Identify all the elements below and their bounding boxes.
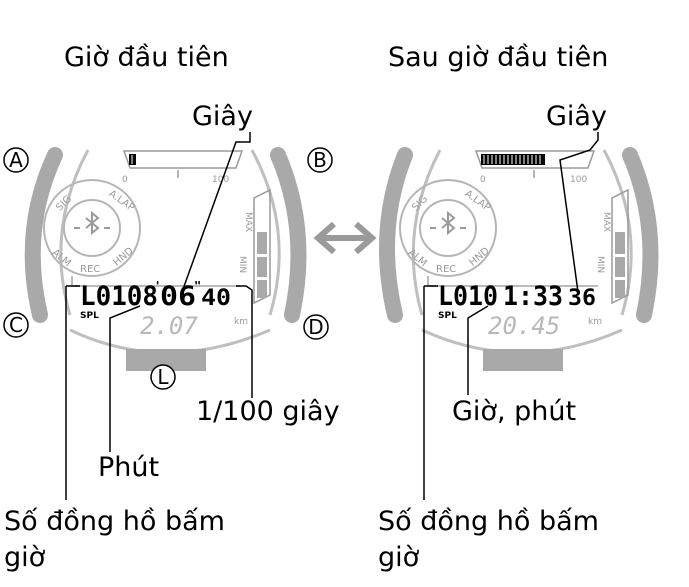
side-min: MIN bbox=[237, 256, 247, 273]
unit-km-r: km bbox=[588, 317, 602, 327]
case-arc-right bbox=[270, 147, 307, 323]
side-gauge-seg1 bbox=[257, 232, 267, 254]
button-d bbox=[303, 314, 329, 340]
scale-hundred: 100 bbox=[212, 175, 229, 185]
lcd-time-r: 1:33 bbox=[503, 281, 563, 312]
case-arc-right-r bbox=[622, 147, 659, 323]
case-outline bbox=[59, 149, 90, 316]
seconds-bar-frame bbox=[122, 150, 244, 169]
ring-outer bbox=[43, 179, 141, 277]
double-arrow-icon bbox=[313, 221, 377, 255]
case-outline-rl bbox=[411, 149, 442, 316]
lcd-seconds-r: 36 bbox=[568, 286, 596, 311]
light-bar-r bbox=[483, 349, 563, 371]
button-c-label: C bbox=[9, 313, 23, 337]
ring-inner-r bbox=[419, 199, 477, 257]
spl-label: SPL bbox=[80, 311, 99, 321]
label-seconds-left: Giây bbox=[192, 101, 253, 132]
label-hours-minutes: Giờ, phút bbox=[452, 396, 576, 427]
leader-minutes-left bbox=[109, 305, 141, 452]
side-gauge-seg1-r bbox=[615, 232, 625, 254]
label-hundredths: 1/100 giây bbox=[196, 396, 340, 427]
side-min-r: MIN bbox=[595, 256, 605, 273]
seconds-bar-frame-r bbox=[474, 150, 596, 169]
lcd-minutes: 06 bbox=[160, 281, 196, 312]
side-gauge-seg2-r bbox=[615, 257, 625, 277]
ring-alap: A.LAP bbox=[107, 188, 137, 213]
watch-right: 0 100 SIG A.LAP HND REC ALM MAX MIN L010… bbox=[379, 132, 659, 500]
heading-right: Sau giờ đầu tiên bbox=[388, 42, 608, 73]
side-gauge-seg3-r bbox=[615, 280, 625, 298]
lcd-second-mark: " bbox=[194, 279, 201, 293]
scale-zero: 0 bbox=[122, 175, 128, 185]
button-b bbox=[307, 147, 333, 173]
bluetooth-icon-r bbox=[430, 210, 466, 236]
label-seconds-right: Giây bbox=[546, 101, 607, 132]
button-c bbox=[3, 312, 29, 338]
lcd-lap-number: L0108 bbox=[80, 281, 158, 312]
lcd-distance-r: 20.45 bbox=[488, 312, 560, 340]
watch-left: 0 100 SIG A.LAP HND REC ALM MAX MIN L010… bbox=[3, 132, 333, 500]
side-gauge-seg3 bbox=[257, 280, 267, 298]
button-l-label: L bbox=[157, 365, 169, 389]
ring-alap-r: A.LAP bbox=[463, 188, 493, 213]
ring-outer-r bbox=[399, 179, 497, 277]
scale-hundred-r: 100 bbox=[570, 175, 587, 185]
ring-rec-r: REC bbox=[436, 264, 456, 275]
leader-hours-right bbox=[467, 305, 489, 395]
unit-km: km bbox=[234, 317, 248, 327]
button-b-label: B bbox=[313, 148, 327, 172]
button-l bbox=[150, 364, 176, 390]
leader-hundredths-left bbox=[236, 285, 253, 398]
ring-inner bbox=[63, 199, 121, 257]
case-arc-left bbox=[24, 147, 63, 323]
button-a bbox=[3, 147, 29, 173]
button-d-label: D bbox=[308, 315, 323, 339]
heading-left: Giờ đầu tiên bbox=[64, 42, 229, 73]
case-arc-left-r bbox=[379, 147, 413, 323]
leader-seconds-right bbox=[559, 132, 599, 293]
case-outline-r bbox=[250, 149, 281, 316]
leader-seconds-left bbox=[181, 132, 251, 293]
ring-rec: REC bbox=[80, 264, 100, 275]
side-max: MAX bbox=[243, 212, 253, 232]
side-max-r: MAX bbox=[601, 212, 611, 232]
scale-zero-r: 0 bbox=[480, 175, 486, 185]
button-a-label: A bbox=[9, 148, 23, 172]
lcd-distance: 2.07 bbox=[140, 312, 198, 340]
side-gauge-seg2 bbox=[257, 257, 267, 277]
light-bar bbox=[126, 349, 206, 371]
lcd-lap-number-r: L010 bbox=[438, 281, 498, 312]
bluetooth-icon bbox=[74, 210, 110, 236]
lcd-seconds: 40 bbox=[201, 286, 231, 311]
spl-label-r: SPL bbox=[438, 311, 457, 321]
side-gauge-frame-r bbox=[611, 188, 629, 305]
seconds-bar-fill-r bbox=[481, 154, 545, 165]
label-minutes: Phút bbox=[98, 452, 159, 483]
side-gauge-frame bbox=[253, 188, 271, 305]
lcd-minute-mark: ' bbox=[154, 279, 161, 293]
